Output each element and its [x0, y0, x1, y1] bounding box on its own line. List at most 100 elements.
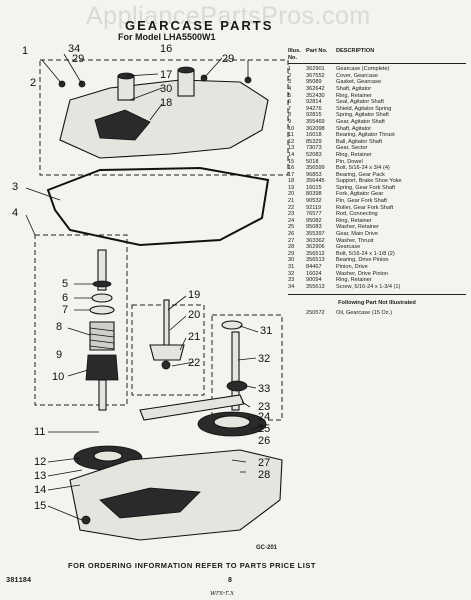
callout-26: 26: [258, 435, 270, 447]
part-no: 362906: [306, 244, 325, 251]
part-no: 95083: [306, 224, 322, 231]
description: Washer, Drive Pinion: [336, 270, 389, 277]
part-no: 367552: [306, 72, 325, 79]
description: Bearing, Agitator Thrust: [336, 132, 395, 139]
description: Washer, Thrust: [336, 237, 374, 244]
part-no: 16015: [306, 184, 322, 191]
illus-no: 10: [288, 125, 295, 132]
description: Pin, Gear Fork Shaft: [336, 198, 387, 205]
illus-no: 22: [288, 204, 295, 211]
part-no: 362642: [306, 85, 325, 92]
description: Support, Brake Shoe Yoke: [336, 178, 402, 185]
illus-no: 33: [288, 277, 295, 284]
spring-coils: [89, 327, 115, 350]
illus-no: 14: [288, 151, 295, 158]
description: Bearing, Drive Pinion: [336, 257, 389, 264]
callout-31: 31: [260, 325, 272, 337]
callout-3: 3: [12, 181, 18, 193]
watermark: AppliancePartsPros.com: [86, 2, 371, 30]
illus-no: 24: [288, 217, 295, 224]
callout-17: 17: [160, 69, 172, 81]
cover-boss-right: [177, 69, 195, 97]
illus-no: 9: [288, 118, 292, 125]
illus-no: 17: [288, 171, 295, 178]
cover-cavity: [94, 109, 151, 141]
illus-no: 13: [288, 145, 295, 152]
callout-2: 2: [30, 77, 36, 89]
description: Gearcase: [336, 244, 361, 251]
part-no: 355469: [306, 118, 325, 125]
part-no: 356599: [306, 165, 325, 172]
description: Bolt, 5/16-24 x 3/4 (4): [336, 165, 390, 172]
model-subtitle: For Model LHA5500W1: [118, 32, 216, 42]
description: Roller, Gear Fork Shaft: [336, 204, 394, 211]
description: Oil, Gearcase (15 Oz.): [336, 309, 392, 316]
diagram-code: GC-201: [256, 545, 278, 551]
part-no: 356445: [306, 178, 325, 185]
part-no: 355397: [306, 231, 325, 238]
description: Rod, Connecting: [336, 211, 378, 218]
description: Gasket, Gearcase: [336, 79, 382, 86]
description: Ring, Retainer: [336, 92, 372, 99]
description: Ring, Retainer: [336, 217, 372, 224]
illus-no: 15: [288, 158, 295, 165]
description: Ball, Agitator Shaft: [336, 138, 383, 145]
part-no: 90532: [306, 198, 322, 205]
illus-no: 26: [288, 231, 295, 238]
callout-1: 1: [22, 45, 28, 57]
part-no: 52083: [306, 151, 322, 158]
illus-no: 34: [288, 283, 295, 290]
callout-20: 20: [188, 309, 200, 321]
cover-boss-left: [117, 75, 135, 101]
illus-no: 12: [288, 138, 295, 145]
illus-no: 28: [288, 244, 295, 251]
callout-30: 30: [160, 83, 172, 95]
agitator-shaft-top: [97, 249, 107, 291]
agitator-shaft-box: [34, 234, 128, 406]
list-item: 13 73073 Gear, Sector: [288, 145, 466, 152]
cover-group-box: [39, 59, 289, 176]
description: Gear, Sector: [336, 145, 368, 152]
part-no: 90094: [306, 277, 322, 284]
illus-no: 18: [288, 178, 295, 185]
description: Shaft, Agitator: [336, 125, 372, 132]
part-no: 250572: [306, 309, 325, 316]
callout-34: 34: [68, 43, 80, 55]
illus-no: 5: [288, 92, 292, 99]
callout-10: 10: [52, 371, 64, 383]
page-number: 8: [228, 577, 232, 584]
illus-no: 30: [288, 257, 295, 264]
description: Gearcase (Complete): [336, 66, 390, 73]
illus-no: 1: [288, 66, 292, 73]
handwritten-note: wrs-r.x: [210, 589, 235, 597]
illus-no: 32: [288, 270, 295, 277]
shaft-10: [98, 379, 107, 411]
exploded-diagram: 1 2 3 4 5 6 7 8 9 10 11 12 13 14 15 16 1…: [12, 43, 289, 541]
list-item: 28 362906 Gearcase: [288, 244, 466, 251]
callout-7: 7: [62, 304, 68, 316]
callout-19: 19: [188, 289, 200, 301]
illus-no: 29: [288, 250, 295, 257]
part-no: 363362: [306, 237, 325, 244]
part-no: 96853: [306, 171, 322, 178]
washer-32: [221, 320, 243, 330]
callout-8: 8: [56, 321, 62, 333]
description: Washer, Retainer: [336, 224, 380, 231]
callout-33: 33: [258, 383, 270, 395]
part-no: 73073: [306, 145, 322, 152]
illus-no: 27: [288, 237, 295, 244]
callout-4: 4: [12, 207, 18, 219]
